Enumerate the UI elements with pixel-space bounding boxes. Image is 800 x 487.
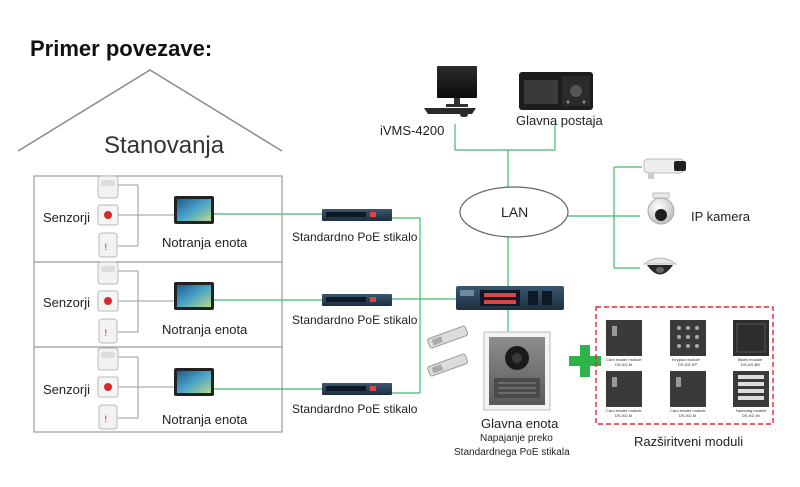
pc-label: iVMS-4200 xyxy=(380,123,445,138)
module-caption: Nametag module xyxy=(736,408,767,413)
module-caption: DS-KD-M xyxy=(615,413,633,418)
card-reader-module-icon xyxy=(606,320,642,356)
master-station-icon xyxy=(519,72,593,110)
smoke-sensor-icon xyxy=(98,318,118,344)
indoor-unit-label: Notranja enota xyxy=(162,235,248,250)
card-reader-module-icon xyxy=(606,371,642,407)
modules-label: Razširitveni moduli xyxy=(634,434,744,449)
sensor-wiring xyxy=(118,184,174,419)
poe-switch-label: Standardno PoE stikalo xyxy=(292,230,418,244)
smoke-sensor-icon xyxy=(98,404,118,430)
network-links xyxy=(214,124,642,394)
card-reader-module-icon xyxy=(670,371,706,407)
motion-sensor-icon xyxy=(97,175,119,199)
door-station-icon xyxy=(483,331,551,411)
plus-icon xyxy=(569,345,601,377)
module-caption: Card reader module xyxy=(606,408,642,413)
floor-2-devices: ! xyxy=(97,261,214,344)
poe-switch-label: Standardno PoE stikalo xyxy=(292,313,418,327)
floor-3-devices: ! xyxy=(97,347,214,430)
core-switch-icon xyxy=(456,286,564,310)
svg-text:!: ! xyxy=(104,329,108,339)
lan-label: LAN xyxy=(501,204,529,220)
dome-camera-icon xyxy=(642,257,678,275)
bullet-camera-icon xyxy=(643,158,686,179)
ip-camera-label: IP kamera xyxy=(691,209,751,224)
lan-cloud-icon xyxy=(459,186,569,238)
module-caption: Keypad module xyxy=(672,357,700,362)
indoor-unit-label: Notranja enota xyxy=(162,322,248,337)
keypad-module-icon xyxy=(670,320,706,356)
house-outline xyxy=(17,69,283,433)
svg-text:!: ! xyxy=(104,415,108,425)
door-station-label: Glavna enota xyxy=(481,416,559,431)
pc-icon xyxy=(424,66,477,117)
poe-switch-3-icon xyxy=(322,383,392,395)
smoke-sensor-icon xyxy=(98,232,118,258)
blank-module-icon xyxy=(733,320,769,356)
door-lock-icon xyxy=(427,325,469,377)
page-title: Primer povezave: xyxy=(30,36,213,61)
module-caption: Card reader module xyxy=(606,357,642,362)
svg-text:!: ! xyxy=(104,243,108,253)
nametag-module-icon xyxy=(733,371,769,407)
poe-switch-1-icon xyxy=(322,209,392,221)
module-caption: DS-KD-IN xyxy=(742,413,760,418)
poe-switch-label: Standardno PoE stikalo xyxy=(292,402,418,416)
door-station-power-line2: Standardnega PoE stikala xyxy=(454,447,570,458)
floor-1-devices: ! xyxy=(97,175,214,258)
module-caption: Blank module xyxy=(738,357,763,362)
motion-sensor-icon xyxy=(97,261,119,285)
module-caption: DS-KD-KP xyxy=(678,362,698,367)
sensors-label: Senzorji xyxy=(43,382,90,397)
module-caption: DS-KD-BK xyxy=(741,362,761,367)
speed-dome-camera-icon xyxy=(647,192,675,225)
door-station-power-line1: Napajanje preko xyxy=(480,433,553,444)
house-title: Stanovanja xyxy=(104,132,225,159)
motion-sensor-icon xyxy=(97,347,119,371)
module-caption: DS-KD-M xyxy=(679,413,697,418)
poe-switch-2-icon xyxy=(322,294,392,306)
indoor-unit-label: Notranja enota xyxy=(162,412,248,427)
module-caption: DS-KD-M xyxy=(615,362,633,367)
module-caption: Card reader module xyxy=(670,408,706,413)
sensors-label: Senzorji xyxy=(43,295,90,310)
master-station-label: Glavna postaja xyxy=(516,113,603,128)
sensors-label: Senzorji xyxy=(43,210,90,225)
modules-frame xyxy=(595,306,774,425)
